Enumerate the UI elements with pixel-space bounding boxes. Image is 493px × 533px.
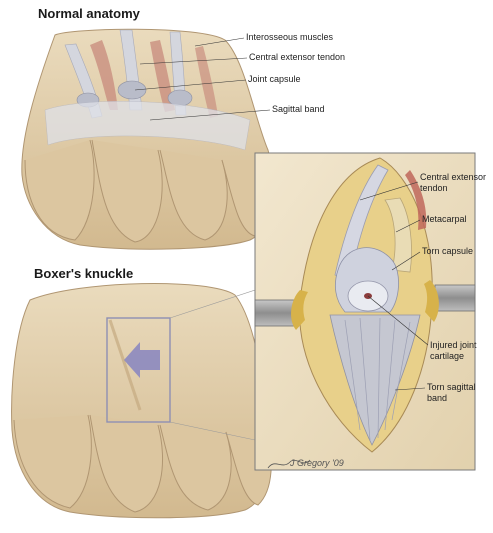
arrow-icon xyxy=(124,342,160,378)
artist-signature: J Gregory '09 xyxy=(290,458,344,468)
label-interosseous-muscles: Interosseous muscles xyxy=(246,32,334,42)
normal-anatomy-title: Normal anatomy xyxy=(38,6,140,21)
label-metacarpal: Metacarpal xyxy=(422,214,467,224)
label-injured-joint-cartilage: Injured joint cartilage xyxy=(430,340,477,361)
label-torn-sagittal-band: Torn sagittal band xyxy=(427,382,476,403)
knuckle-highlight-box xyxy=(106,317,171,423)
surgical-inset xyxy=(254,152,476,471)
label-torn-capsule: Torn capsule xyxy=(422,246,474,256)
label-sagittal-band: Sagittal band xyxy=(272,104,325,114)
label-central-extensor-tendon: Central extensor tendon xyxy=(249,52,346,62)
boxer-hand xyxy=(11,283,274,519)
boxers-knuckle-title: Boxer's knuckle xyxy=(34,266,134,281)
signature-mark xyxy=(267,459,311,469)
label-joint-capsule: Joint capsule xyxy=(248,74,301,84)
right-retractor xyxy=(434,284,476,312)
left-retractor xyxy=(254,299,296,327)
normal-hand xyxy=(21,28,274,250)
top-leader-lines xyxy=(134,37,271,121)
label-inset-central-extensor-tendon: Central extensor tendon xyxy=(420,172,487,193)
